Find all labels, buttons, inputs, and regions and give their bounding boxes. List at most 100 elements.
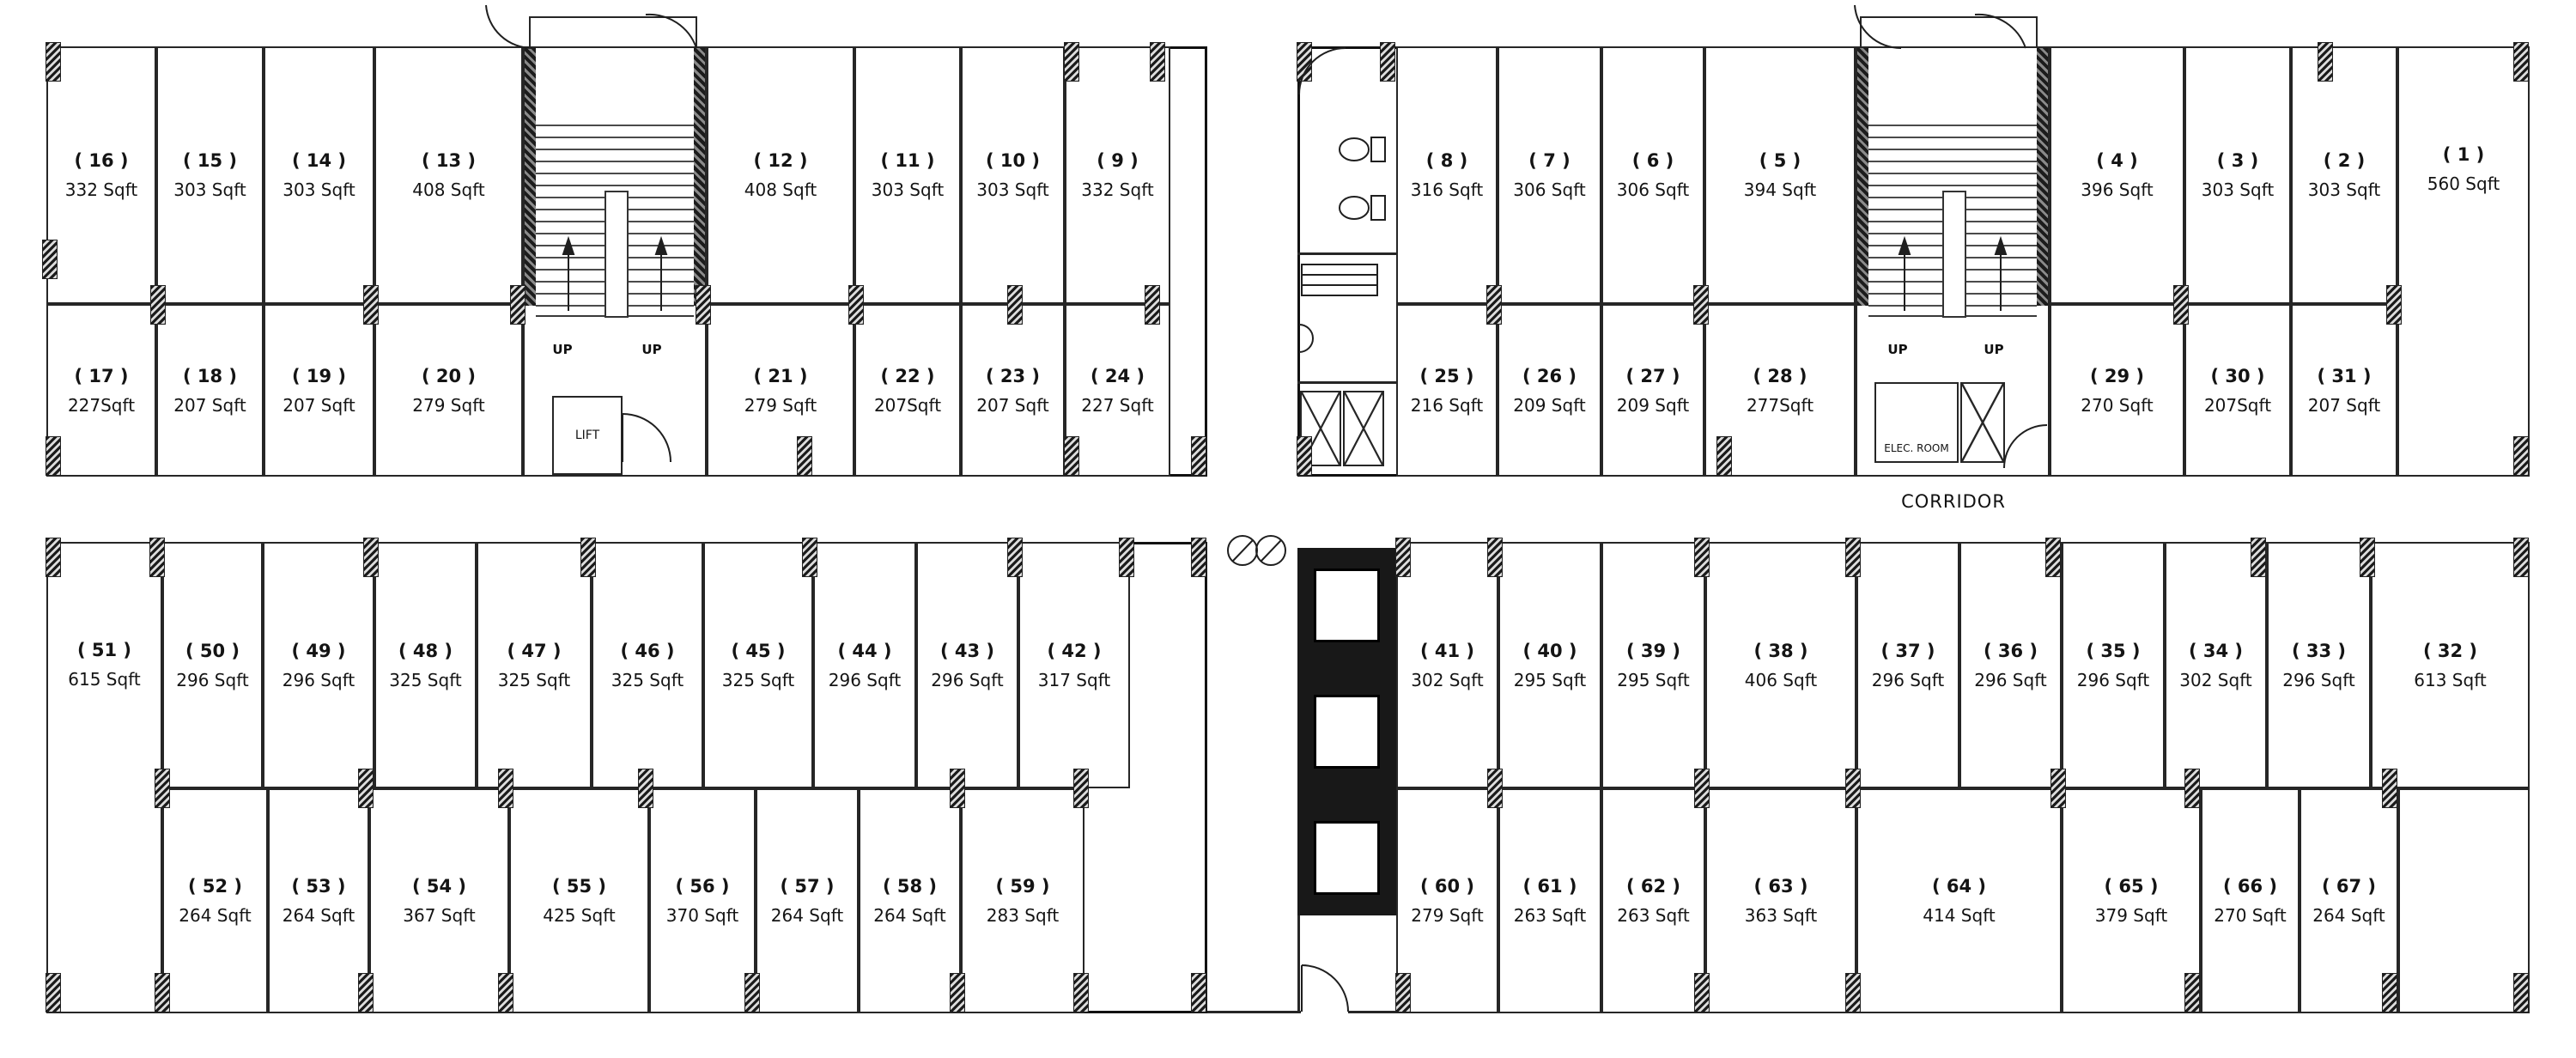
unit-26: ( 26 )209 Sqft: [1498, 304, 1601, 477]
unit-19: ( 19 )207 Sqft: [264, 304, 374, 477]
unit-area: 270 Sqft: [2081, 394, 2154, 416]
unit-number: ( 11 ): [880, 150, 935, 171]
unit-area: 263 Sqft: [1617, 905, 1690, 926]
service-shaft: [1297, 548, 1396, 915]
column-marker: [2174, 286, 2188, 324]
unit-number: ( 8 ): [1425, 150, 1468, 171]
unit-number: ( 35 ): [2086, 640, 2141, 661]
unit-number: ( 40 ): [1522, 640, 1577, 661]
column-marker: [1695, 974, 1709, 1012]
unit-40: ( 40 )295 Sqft: [1498, 542, 1601, 788]
unit-number: ( 44 ): [837, 640, 892, 661]
unit-8: ( 8 )316 Sqft: [1396, 46, 1498, 304]
shaft-symbol: [1343, 391, 1384, 466]
unit-number: ( 57 ): [780, 876, 835, 897]
unit-number: ( 15 ): [182, 150, 238, 171]
column-marker: [1396, 974, 1410, 1012]
unit-area: 370 Sqft: [665, 905, 739, 926]
column-marker: [1846, 974, 1860, 1012]
corridor-wall: [1297, 915, 1300, 1013]
unit-area: 414 Sqft: [1923, 905, 1996, 926]
unit-9: ( 9 )332 Sqft: [1065, 46, 1170, 304]
unit-64: ( 64 ) 414 Sqft: [1856, 788, 2062, 1013]
unit-number: ( 32 ): [2422, 640, 2478, 661]
column-marker: [2383, 769, 2397, 807]
column-marker: [1192, 538, 1206, 576]
unit-number: ( 21 ): [753, 365, 808, 386]
unit-number: ( 43 ): [939, 640, 995, 661]
unit-area: 303 Sqft: [283, 179, 355, 200]
unit-number: ( 37 ): [1880, 640, 1935, 661]
unit-area: 325 Sqft: [721, 669, 795, 690]
stair-up-label: UP: [1984, 342, 2004, 357]
unit-area: 209 Sqft: [1513, 394, 1586, 416]
unit-number: ( 31 ): [2317, 365, 2372, 386]
unit-number: ( 28 ): [1753, 365, 1807, 386]
unit-number: ( 50 ): [185, 640, 240, 661]
unit-area: 306 Sqft: [1513, 179, 1586, 200]
unit-1: ( 1 )560 Sqft: [2397, 46, 2530, 477]
unit-54: ( 54 )367 Sqft: [369, 788, 509, 1013]
stair-wall: [1857, 48, 1868, 306]
unit-56: ( 56 )370 Sqft: [649, 788, 756, 1013]
unit-number: ( 29 ): [2089, 365, 2145, 386]
unit-area: 425 Sqft: [543, 905, 616, 926]
column-marker: [43, 240, 57, 278]
stair-landing-rail: [605, 191, 629, 318]
unit-area: 325 Sqft: [497, 669, 571, 690]
column-marker: [1488, 538, 1502, 576]
elec-room-label: ELEC. ROOM: [1884, 442, 1949, 454]
unit-number: ( 24 ): [1090, 365, 1145, 386]
unit-number: ( 19 ): [291, 365, 347, 386]
stair-wall: [2037, 48, 2048, 306]
unit-area: 296 Sqft: [282, 669, 355, 690]
unit-number: ( 5 ): [1759, 150, 1801, 171]
unit-44: ( 44 )296 Sqft: [813, 542, 916, 788]
column-marker: [364, 538, 378, 576]
column-marker: [803, 538, 817, 576]
unit-65: ( 65 )379 Sqft: [2062, 788, 2201, 1013]
column-marker: [951, 769, 964, 807]
unit-area: 406 Sqft: [1744, 669, 1818, 690]
column-marker: [1487, 286, 1501, 324]
column-marker: [2514, 974, 2528, 1012]
unit-number: ( 30 ): [2210, 365, 2265, 386]
unit-46: ( 46 )325 Sqft: [592, 542, 703, 788]
unit-area: 379 Sqft: [2094, 905, 2168, 926]
unit-area: 317 Sqft: [1037, 669, 1111, 690]
unit-number: ( 52 ): [187, 876, 243, 897]
unit-area: 279 Sqft: [1411, 905, 1484, 926]
unit-area: 216 Sqft: [1410, 394, 1484, 416]
stair-entry-vestibule: [1860, 16, 2038, 48]
column-marker: [2360, 538, 2374, 576]
bathroom-wall: [1297, 381, 1396, 384]
column-marker: [1074, 974, 1088, 1012]
unit-12: ( 12 )408 Sqft: [707, 46, 854, 304]
column-marker: [1192, 974, 1206, 1012]
unit-number: ( 23 ): [985, 365, 1041, 386]
unit-21: ( 21 ) 279 Sqft: [707, 304, 854, 477]
unit-5: ( 5 )394 Sqft: [1704, 46, 1856, 304]
unit-number: ( 58 ): [882, 876, 938, 897]
unit-number: ( 53 ): [291, 876, 346, 897]
column-marker: [46, 437, 60, 475]
unit-number: ( 25 ): [1419, 365, 1474, 386]
unit-number: ( 60 ): [1419, 876, 1475, 897]
unit-3: ( 3 )303 Sqft: [2184, 46, 2291, 304]
column-marker: [951, 974, 964, 1012]
unit-number: ( 10 ): [985, 150, 1041, 171]
shaft-opening: [1314, 569, 1380, 642]
unit-area: 227 Sqft: [1081, 394, 1154, 416]
lift-shaft-symbol: [1960, 382, 2005, 463]
unit-50: ( 50 )296 Sqft: [162, 542, 263, 788]
unit-number: ( 20 ): [421, 365, 477, 386]
door-arc-bottom-entry: [1301, 964, 1349, 1012]
unit-number: ( 64 ): [1931, 876, 1987, 897]
unit-number: ( 33 ): [2291, 640, 2347, 661]
unit-area: 209 Sqft: [1616, 394, 1690, 416]
unit-area: 279 Sqft: [744, 394, 817, 416]
unit-number: ( 63 ): [1753, 876, 1808, 897]
unit-area: 325 Sqft: [611, 669, 684, 690]
unit-area: 303 Sqft: [871, 179, 945, 200]
